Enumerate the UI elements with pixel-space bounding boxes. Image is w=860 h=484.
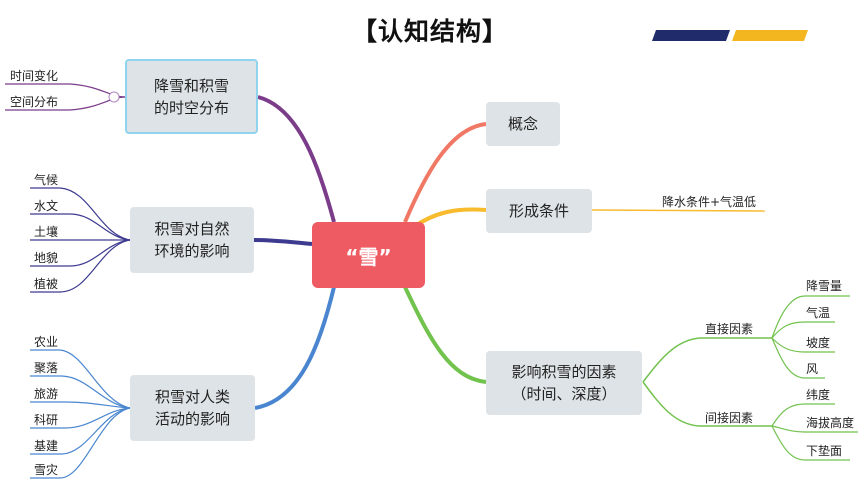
- leaf-human-2: 旅游: [34, 387, 59, 401]
- link-natural: [253, 238, 313, 246]
- branch-human[interactable]: 积雪对人类 活动的影响: [130, 375, 255, 441]
- decor-bar-navy: [652, 30, 730, 41]
- link-formation-leaf: [591, 209, 766, 212]
- leaf-human-3: 科研: [34, 413, 59, 427]
- link-distribution: [257, 95, 336, 223]
- leaf-direct-3: 风: [806, 362, 819, 376]
- branch-distribution[interactable]: 降雪和积雪 的时空分布: [125, 59, 258, 134]
- leaf-direct-2: 坡度: [806, 336, 831, 350]
- leaf-indirect-2: 下垫面: [806, 444, 843, 458]
- leaf-direct-0: 降雪量: [806, 279, 843, 293]
- leaf-human-0: 农业: [34, 335, 59, 349]
- decor-bar-gold: [732, 30, 808, 41]
- leaf-natural-2: 土壤: [34, 225, 59, 239]
- branch-human-line2: 活动的影响: [154, 410, 230, 428]
- branch-natural-line2: 环境的影响: [154, 242, 230, 260]
- link-concept: [403, 122, 487, 223]
- link-factors: [403, 286, 487, 384]
- branch-natural-line1: 积雪对自然: [154, 220, 230, 238]
- branch-human-line1: 积雪对人类: [154, 388, 230, 406]
- branch-factors-line2: （时间、深度）: [511, 385, 617, 403]
- leaf-natural-4: 植被: [34, 277, 59, 291]
- leaf-formation-condition: 降水条件+气温低: [662, 195, 757, 209]
- sub-indirect-factors: 间接因素: [705, 411, 754, 425]
- leaf-natural-3: 地貌: [34, 251, 59, 265]
- center-node[interactable]: “雪”: [312, 222, 425, 288]
- branch-distribution-line2: 的时空分布: [153, 98, 229, 117]
- branch-factors[interactable]: 影响积雪的因素 （时间、深度）: [486, 351, 642, 415]
- branch-distribution-line1: 降雪和积雪: [153, 76, 229, 95]
- link-human: [254, 286, 336, 410]
- leaf-human-5: 雪灾: [34, 463, 59, 477]
- page-title: 【认知结构】: [351, 17, 508, 46]
- branch-concept[interactable]: 概念: [486, 102, 560, 146]
- leaf-human-1: 聚落: [34, 361, 59, 375]
- leaf-direct-1: 气温: [806, 306, 831, 320]
- leaf-human-4: 基建: [34, 439, 59, 453]
- branch-factors-line1: 影响积雪的因素: [511, 363, 617, 381]
- leaf-natural-1: 水文: [34, 199, 59, 213]
- leaf-distribution-1: 空间分布: [10, 95, 59, 109]
- leaf-indirect-1: 海拔高度: [806, 416, 855, 430]
- leaf-natural-0: 气候: [34, 173, 59, 187]
- branch-natural[interactable]: 积雪对自然 环境的影响: [130, 207, 254, 273]
- leaf-indirect-0: 纬度: [806, 388, 831, 402]
- sub-direct-factors: 直接因素: [705, 322, 754, 336]
- branch-formation[interactable]: 形成条件: [486, 189, 592, 233]
- leaf-distribution-0: 时间变化: [10, 69, 59, 83]
